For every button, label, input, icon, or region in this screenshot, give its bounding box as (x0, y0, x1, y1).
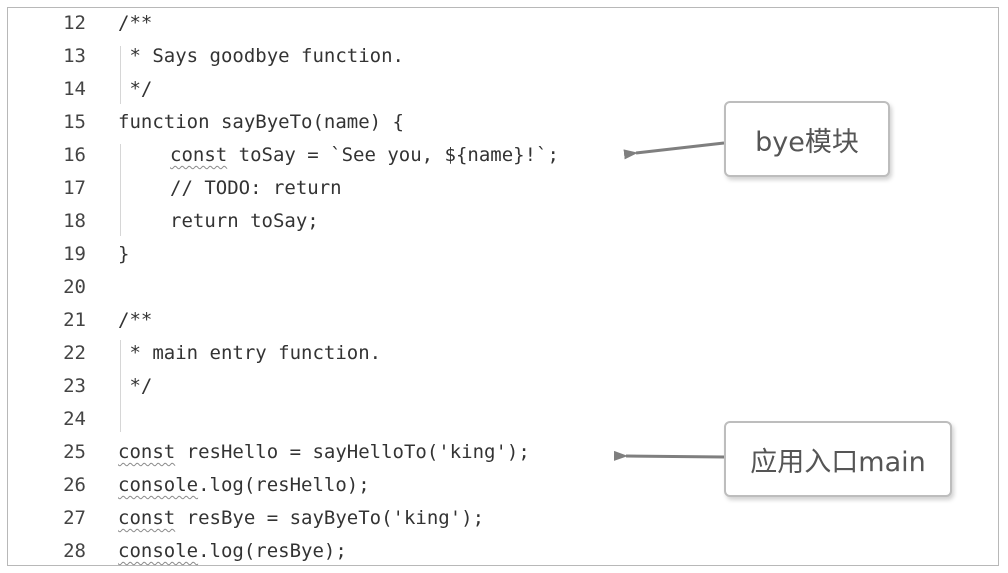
code-text: return toSay; (170, 210, 319, 232)
squiggle-keyword: console (118, 540, 199, 562)
squiggle-keyword: const (118, 507, 176, 529)
code-text: /** (118, 12, 153, 34)
code-line: 18 return toSay; (8, 206, 708, 238)
indent-guide (120, 46, 121, 104)
line-number: 19 (63, 243, 86, 265)
code-rest: resHello = sayHelloTo('king'); (175, 441, 530, 463)
code-line: 15 function sayByeTo(name) { (8, 107, 708, 139)
line-number: 28 (63, 540, 86, 562)
line-number: 16 (63, 144, 86, 166)
line-number: 12 (63, 12, 86, 34)
code-rest: resBye = sayByeTo('king'); (175, 507, 485, 529)
code-text: function sayByeTo(name) { (118, 111, 404, 133)
indent-guide (120, 144, 121, 236)
code-rest: .log(resHello); (198, 474, 370, 496)
code-block: 12 /** 13 * Says goodbye function. 14 */… (8, 8, 998, 565)
code-rest: toSay = `See you, ${name}!`; (227, 144, 559, 166)
code-text: console.log(resBye); (118, 540, 347, 562)
code-line: 20 (8, 272, 708, 304)
code-line: 28 console.log(resBye); (8, 536, 708, 568)
code-line: 25 const resHello = sayHelloTo('king'); (8, 437, 708, 469)
code-line: 22 * main entry function. (8, 338, 708, 370)
squiggle-keyword: const (118, 441, 176, 463)
code-text: */ (118, 375, 153, 397)
code-line: 23 */ (8, 371, 708, 403)
code-text: } (118, 243, 130, 265)
arrow-to-main-line (613, 450, 725, 461)
code-text: * Says goodbye function. (118, 45, 404, 67)
line-number: 18 (63, 210, 86, 232)
code-text: * main entry function. (118, 342, 382, 364)
line-number: 13 (63, 45, 86, 67)
code-line: 21 /** (8, 305, 708, 337)
callout-app-entry-main: 应用入口main (724, 421, 952, 497)
line-number: 26 (63, 474, 86, 496)
code-line: 12 /** (8, 8, 708, 40)
code-figure-frame: 12 /** 13 * Says goodbye function. 14 */… (7, 7, 999, 566)
code-line: 19 } (8, 239, 708, 271)
code-text: // TODO: return (170, 177, 342, 199)
code-line: 16 const toSay = `See you, ${name}!`; (8, 140, 708, 172)
code-line: 26 console.log(resHello); (8, 470, 708, 502)
code-text: */ (118, 78, 153, 100)
line-number: 27 (63, 507, 86, 529)
arrows-layer (613, 141, 725, 461)
code-text: const toSay = `See you, ${name}!`; (170, 144, 559, 166)
code-text: const resBye = sayByeTo('king'); (118, 507, 484, 529)
line-number: 24 (63, 408, 86, 430)
code-line: 24 (8, 404, 708, 436)
code-line: 13 * Says goodbye function. (8, 41, 708, 73)
arrow-to-bye-line (623, 141, 725, 160)
code-line: 27 const resBye = sayByeTo('king'); (8, 503, 708, 535)
code-line: 17 // TODO: return (8, 173, 708, 205)
line-number: 22 (63, 342, 86, 364)
indent-guide (120, 340, 121, 432)
line-number: 20 (63, 276, 86, 298)
code-text: console.log(resHello); (118, 474, 370, 496)
line-number: 17 (63, 177, 86, 199)
line-number: 25 (63, 441, 86, 463)
line-number: 15 (63, 111, 86, 133)
line-number: 21 (63, 309, 86, 331)
code-rest: .log(resBye); (198, 540, 347, 562)
squiggle-keyword: const (170, 144, 228, 166)
squiggle-keyword: console (118, 474, 199, 496)
line-number: 14 (63, 78, 86, 100)
code-line: 14 */ (8, 74, 708, 106)
code-text: const resHello = sayHelloTo('king'); (118, 441, 530, 463)
code-text: /** (118, 309, 153, 331)
callout-bye-module: bye模块 (724, 101, 890, 177)
line-number: 23 (63, 375, 86, 397)
